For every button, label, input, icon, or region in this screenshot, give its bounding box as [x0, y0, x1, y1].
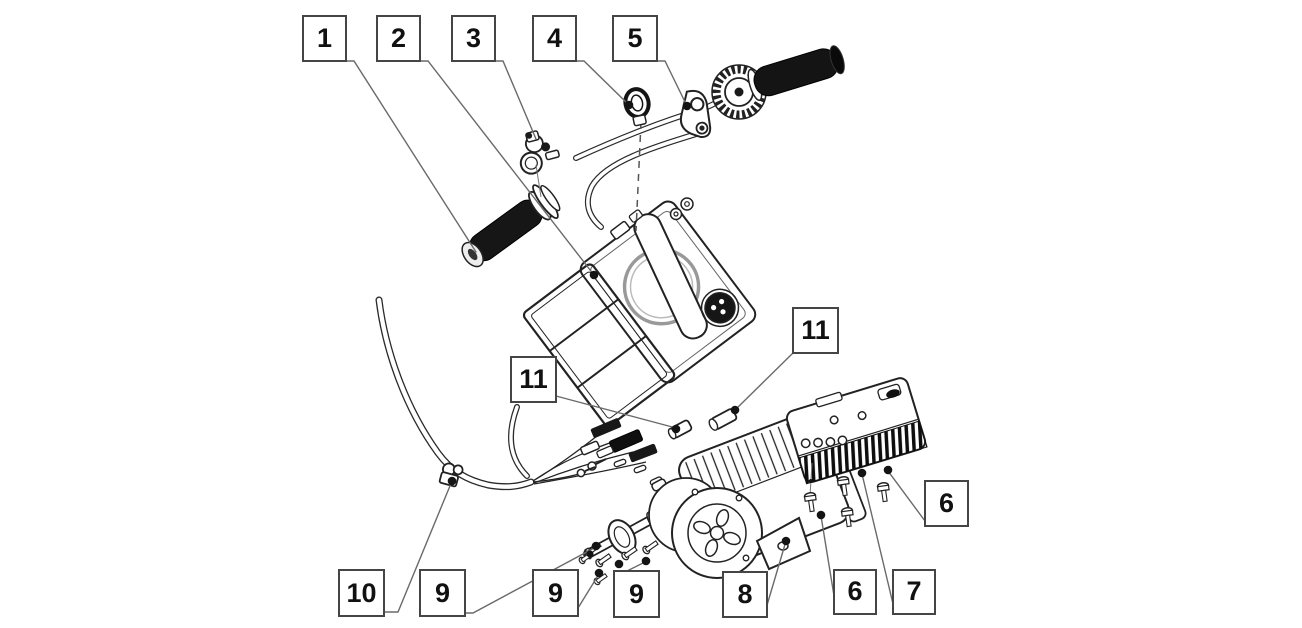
- callouts: 1 2 3 4 5 11 11 10: [302, 15, 969, 618]
- svg-text:11: 11: [519, 364, 548, 394]
- alignment-dashed-line: [635, 121, 642, 232]
- svg-text:8: 8: [737, 579, 752, 609]
- svg-text:4: 4: [547, 23, 562, 53]
- left-handlebar-grip: [461, 184, 561, 268]
- callout-10: 10: [338, 569, 385, 617]
- leader-1: [345, 60, 477, 253]
- parts-illustration: [375, 45, 928, 586]
- callout-6-bottom: 6: [833, 569, 877, 615]
- switch-alignment-line: [535, 164, 542, 198]
- controller: [785, 377, 928, 485]
- leader-11-left: [555, 395, 677, 429]
- leader-11-right: [734, 351, 795, 411]
- leader-6-right: [887, 470, 926, 522]
- svg-text:5: 5: [627, 23, 642, 53]
- callout-9-middle: 9: [532, 569, 579, 617]
- callout-5: 5: [612, 15, 658, 62]
- mount-bracket: [679, 89, 712, 139]
- leader-8: [764, 540, 787, 613]
- battery-cage: [522, 263, 676, 427]
- main-wire-loom: [375, 296, 535, 491]
- heatsink: [798, 420, 928, 485]
- leader-dots: [447, 100, 893, 578]
- callout-2: 2: [376, 15, 421, 62]
- motor: [648, 403, 867, 579]
- callout-11-right: 11: [792, 307, 839, 354]
- svg-text:10: 10: [346, 578, 376, 608]
- brake-drum: [607, 519, 637, 555]
- callout-9-right: 9: [613, 570, 660, 618]
- leader-2: [419, 60, 595, 276]
- callout-7: 7: [892, 569, 936, 615]
- controller-screws: [803, 462, 890, 528]
- callout-9-left: 9: [419, 569, 466, 617]
- leader-5: [656, 60, 688, 107]
- callout-11-left: 11: [510, 356, 557, 403]
- svg-text:3: 3: [466, 23, 481, 53]
- svg-text:9: 9: [548, 578, 563, 608]
- washers: [669, 197, 694, 221]
- callout-3: 3: [451, 15, 496, 62]
- svg-text:6: 6: [939, 488, 954, 518]
- leader-9-right: [626, 561, 646, 572]
- battery-box: [522, 200, 757, 427]
- leader-7: [861, 473, 895, 609]
- leader-9-middle: [577, 573, 600, 609]
- leader-lines: [345, 60, 926, 614]
- right-handlebar-grip: [747, 45, 845, 101]
- kill-switch: [519, 130, 560, 175]
- callout-4: 4: [532, 15, 577, 62]
- svg-text:11: 11: [801, 315, 830, 345]
- leader-3: [494, 60, 537, 140]
- svg-text:2: 2: [391, 23, 406, 53]
- svg-text:9: 9: [435, 578, 450, 608]
- callout-1: 1: [302, 15, 347, 62]
- leader-4: [575, 60, 630, 106]
- svg-text:9: 9: [629, 579, 644, 609]
- callout-6-right: 6: [924, 480, 969, 527]
- svg-text:6: 6: [847, 576, 862, 606]
- callout-8: 8: [722, 571, 768, 618]
- svg-text:1: 1: [317, 23, 332, 53]
- leader-10: [383, 480, 453, 613]
- svg-text:7: 7: [906, 576, 921, 606]
